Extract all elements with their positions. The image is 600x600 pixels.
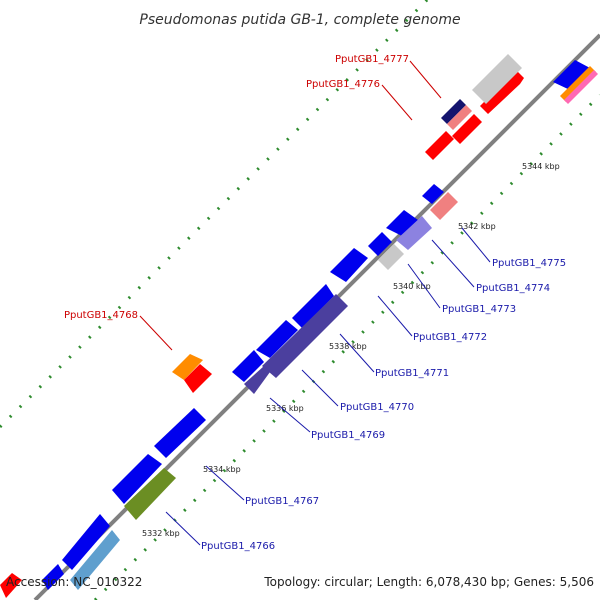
gene-4773-a[interactable]: [386, 210, 418, 236]
tick-label-5344: 5344 kbp: [522, 162, 560, 171]
gene-4768-a[interactable]: [172, 354, 203, 380]
gene-label-4775[interactable]: PputGB1_4775: [492, 258, 566, 269]
gene-label-4772[interactable]: PputGB1_4772: [413, 332, 487, 343]
gene-4772-a[interactable]: [368, 232, 392, 256]
leader-4777: [409, 60, 442, 99]
gene-4769-a[interactable]: [232, 350, 264, 382]
leader-4770: [301, 369, 339, 407]
gene-4771-a[interactable]: [330, 248, 368, 282]
gene-4777-c[interactable]: [441, 99, 466, 124]
leader-4774: [431, 239, 475, 288]
gene-4767-c[interactable]: [124, 468, 176, 520]
gene-4766-b[interactable]: [70, 530, 120, 590]
gene-label-4773[interactable]: PputGB1_4773: [442, 304, 516, 315]
leader-4767: [205, 465, 245, 501]
leader-4766: [165, 511, 201, 546]
gene-4770-a[interactable]: [256, 320, 298, 358]
accession-text: Accession: NC_010322: [6, 575, 142, 589]
gene-top-right-orange[interactable]: [560, 66, 596, 102]
tick-label-5342: 5342 kbp: [458, 222, 496, 231]
leader-4773: [407, 263, 441, 309]
gene-label-4771[interactable]: PputGB1_4771: [375, 368, 449, 379]
gene-4766-a[interactable]: [62, 514, 110, 570]
gene-4767-b[interactable]: [112, 454, 162, 504]
leader-4769: [269, 397, 311, 433]
gene-top-right-pink[interactable]: [564, 70, 598, 104]
gene-label-4774[interactable]: PputGB1_4774: [476, 283, 550, 294]
gene-labels: PputGB1_4777 PputGB1_4776 PputGB1_4768 P…: [64, 54, 566, 552]
leader-lines: [139, 60, 491, 546]
gene-4777-a[interactable]: [480, 70, 524, 114]
gene-4769-b[interactable]: [244, 366, 270, 394]
tick-label-5336: 5336 kbp: [266, 404, 304, 413]
gene-label-4777[interactable]: PputGB1_4777: [335, 54, 409, 65]
kbp-tick-labels: 5344 kbp 5342 kbp 5340 kbp 5338 kbp 5336…: [142, 162, 560, 538]
map-title: Pseudomonas putida GB-1, complete genome: [139, 12, 460, 28]
gene-edge-red[interactable]: [0, 573, 22, 598]
leader-4772: [377, 295, 413, 337]
gene-4774[interactable]: [430, 192, 458, 220]
gene-4777-b[interactable]: [452, 114, 482, 144]
leader-4771: [339, 333, 375, 373]
gene-4768-b[interactable]: [184, 364, 212, 393]
gene-grey-top[interactable]: [472, 54, 522, 104]
gene-label-4770[interactable]: PputGB1_4770: [340, 402, 414, 413]
tick-label-5334: 5334 kbp: [203, 465, 241, 474]
gene-4773-b[interactable]: [396, 216, 432, 250]
tick-label-5332: 5332 kbp: [142, 529, 180, 538]
gene-4771-b[interactable]: [292, 284, 334, 328]
leader-4775: [461, 227, 491, 263]
gene-label-4766[interactable]: PputGB1_4766: [201, 541, 275, 552]
gene-top-right-blue[interactable]: [553, 60, 590, 90]
gene-4775[interactable]: [422, 184, 444, 204]
gene-label-4769[interactable]: PputGB1_4769: [311, 430, 385, 441]
gene-4776[interactable]: [425, 131, 454, 160]
leader-4776: [381, 84, 413, 121]
genome-summary-text: Topology: circular; Length: 6,078,430 bp…: [263, 575, 594, 589]
reverse-strand-genes: [42, 60, 598, 590]
forward-strand-genes: [0, 54, 524, 598]
gene-label-4768[interactable]: PputGB1_4768: [64, 310, 138, 321]
outer-tick-guide: [0, 0, 430, 429]
gene-4772-b[interactable]: [378, 244, 404, 270]
gene-bottom-left-blue[interactable]: [42, 564, 64, 590]
gene-4767-a[interactable]: [154, 408, 206, 458]
leader-4768: [139, 315, 173, 351]
tick-label-5340: 5340 kbp: [393, 282, 431, 291]
gene-label-4776[interactable]: PputGB1_4776: [306, 79, 380, 90]
gene-4770-b[interactable]: [262, 294, 348, 378]
gene-label-4767[interactable]: PputGB1_4767: [245, 496, 319, 507]
gene-4777-d[interactable]: [447, 105, 472, 130]
tick-label-5338: 5338 kbp: [329, 342, 367, 351]
